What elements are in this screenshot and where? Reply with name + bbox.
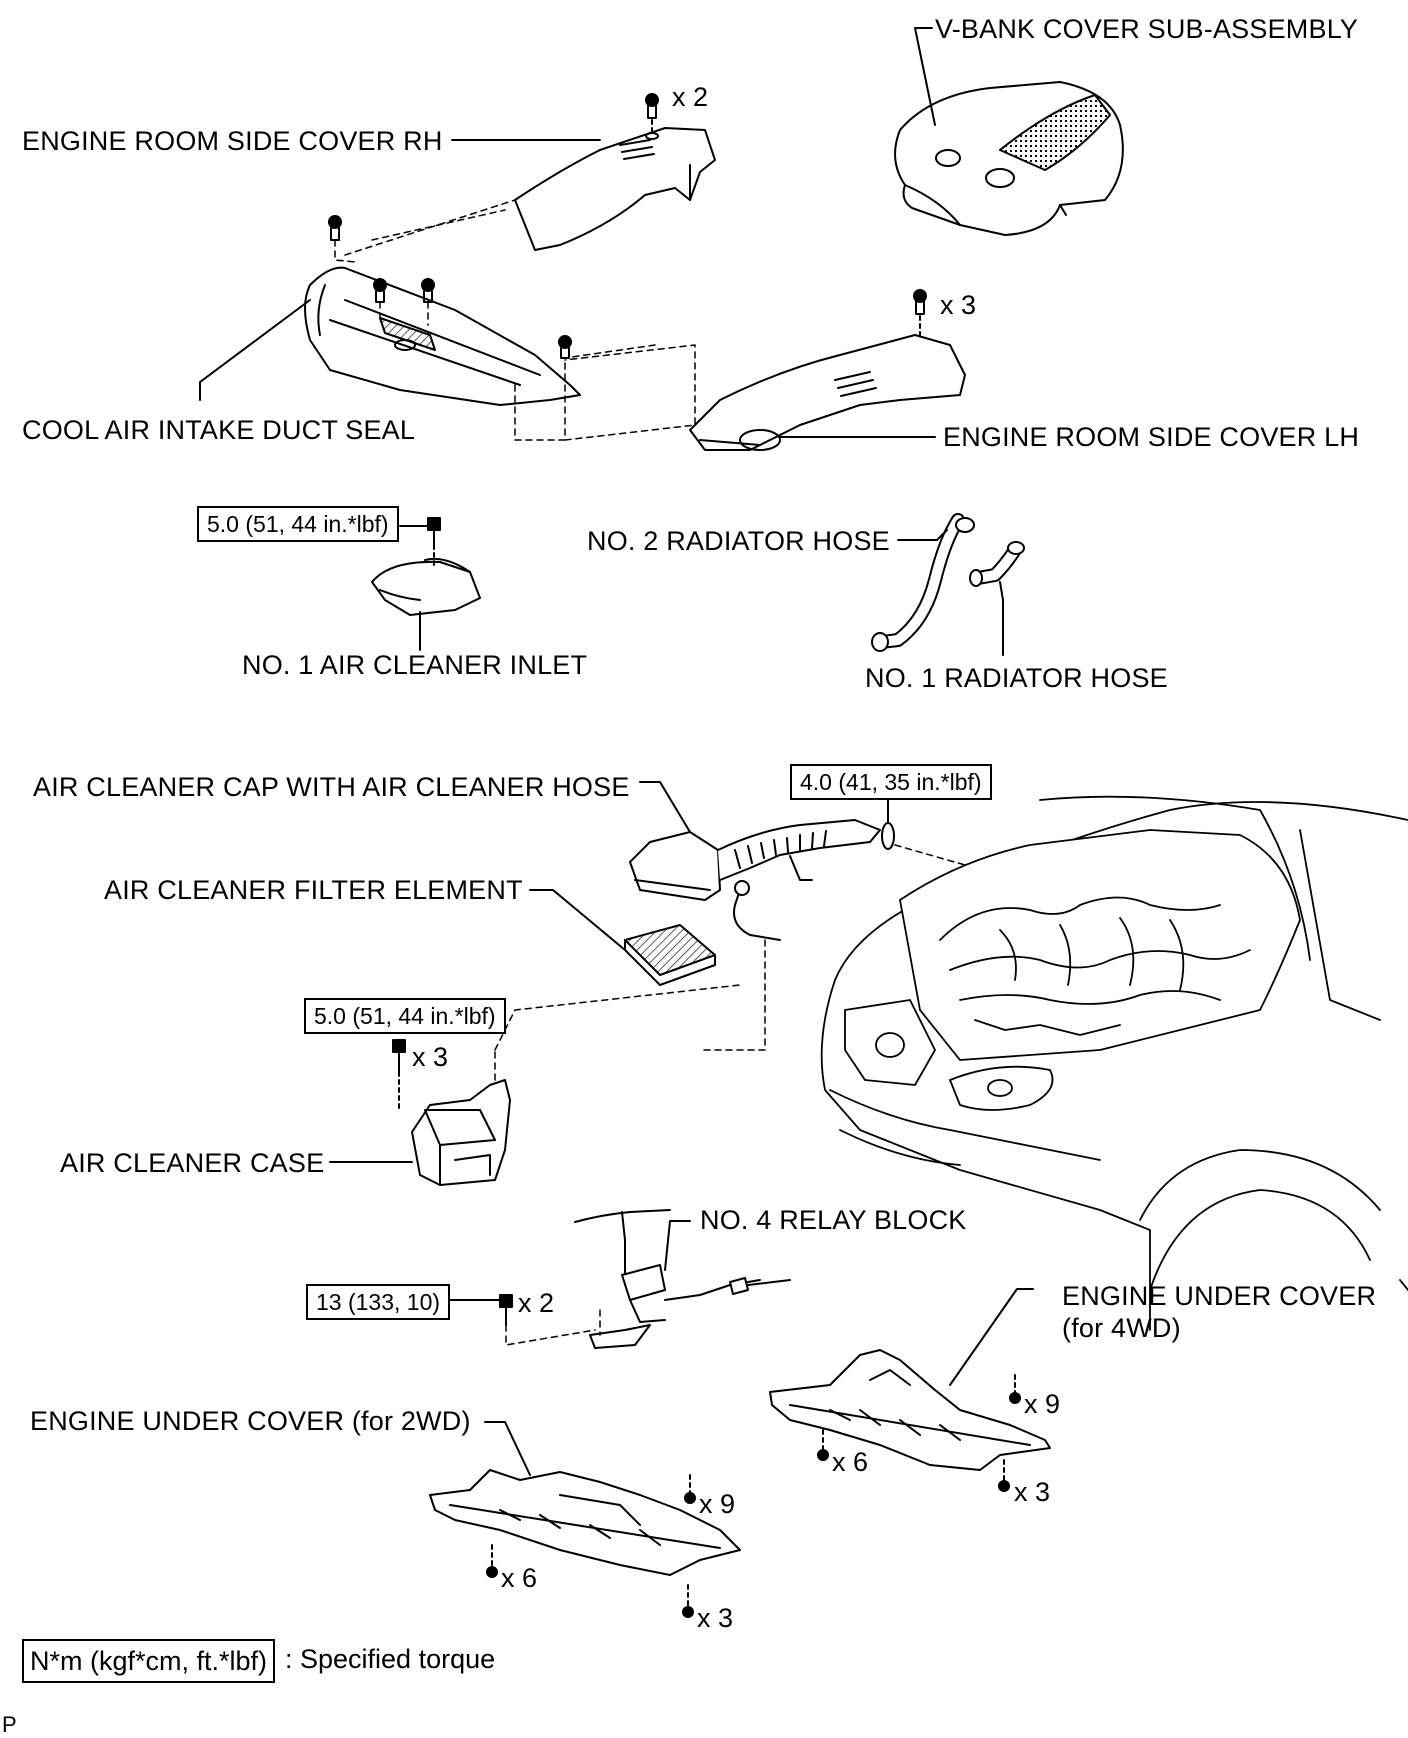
case-bolt — [392, 1039, 406, 1109]
air-cleaner-cap-shape — [629, 819, 895, 901]
label-radiator-hose-2: NO. 2 RADIATOR HOSE — [587, 526, 890, 556]
side-cover-rh-shape — [514, 127, 716, 251]
v-bank-cover-leader — [914, 27, 936, 126]
figure-code: P — [2, 1712, 17, 1737]
torque-relay-bolt: 13 (133, 10) — [306, 1284, 451, 1320]
duct-seal-leader — [199, 299, 311, 401]
maf-sensor-wire — [733, 889, 781, 941]
label-radiator-hose-1: NO. 1 RADIATOR HOSE — [865, 663, 1168, 693]
qty-uc2-a: x 9 — [699, 1489, 736, 1519]
clip-rh — [645, 93, 659, 133]
filter-element-shape — [624, 924, 716, 986]
clip-lh — [913, 289, 927, 337]
assembly-lines-top — [334, 199, 696, 441]
qty-relay-bolts: x 2 — [518, 1288, 555, 1318]
qty-uc4-a: x 9 — [1024, 1389, 1061, 1419]
relay-bolt — [439, 1294, 513, 1326]
label-side-cover-lh: ENGINE ROOM SIDE COVER LH — [943, 422, 1360, 452]
label-air-cleaner-case: AIR CLEANER CASE — [60, 1148, 325, 1178]
qty-uc4-b: x 6 — [832, 1447, 869, 1477]
air-cleaner-inlet-shape — [371, 557, 481, 616]
torque-case-bolt: 5.0 (51, 44 in.*lbf) — [304, 998, 506, 1034]
under-cover-4wd-leader — [949, 1288, 1034, 1386]
qty-uc2-b: x 6 — [501, 1563, 538, 1593]
qty-case-bolts: x 3 — [412, 1042, 449, 1072]
label-under-cover-2wd: ENGINE UNDER COVER (for 2WD) — [30, 1406, 471, 1436]
under-cover-2wd-leader — [484, 1421, 531, 1476]
radiator-hose-2-leader — [897, 529, 948, 541]
qty-rh-clips: x 2 — [672, 82, 709, 112]
qty-uc2-c: x 3 — [697, 1603, 734, 1633]
relay-assembly-lines — [505, 1309, 601, 1346]
relay-block-leader — [664, 1220, 691, 1271]
under-cover-4wd-bolts — [817, 1374, 1021, 1492]
legend-torque-units: N*m (kgf*cm, ft.*lbf) — [22, 1639, 276, 1683]
qty-lh-clips: x 3 — [940, 290, 977, 320]
case-assembly-lines — [494, 844, 1031, 1081]
label-air-cleaner-cap: AIR CLEANER CAP WITH AIR CLEANER HOSE — [33, 772, 630, 802]
duct-seal-shape — [304, 266, 581, 406]
inlet-bolt — [399, 517, 441, 566]
label-under-cover-4wd: ENGINE UNDER COVER — [1062, 1281, 1377, 1311]
relay-block-shape — [574, 1209, 791, 1349]
under-cover-2wd-shape — [429, 1469, 741, 1576]
qty-uc4-c: x 3 — [1014, 1477, 1051, 1507]
side-cover-lh-shape — [689, 334, 966, 451]
car-front-illustration — [820, 795, 1408, 1331]
label-air-cleaner-inlet: NO. 1 AIR CLEANER INLET — [242, 650, 588, 680]
air-cleaner-cap-leader — [639, 781, 691, 833]
air-cleaner-case-shape — [411, 1079, 511, 1186]
radiator-hose-1-leader — [999, 581, 1004, 656]
label-v-bank-cover: V-BANK COVER SUB-ASSEMBLY — [935, 14, 1359, 44]
filter-element-leader — [529, 889, 626, 951]
label-under-cover-4wd-sub: (for 4WD) — [1062, 1313, 1181, 1343]
label-duct-seal: COOL AIR INTAKE DUCT SEAL — [22, 415, 416, 445]
label-filter-element: AIR CLEANER FILTER ELEMENT — [104, 875, 523, 905]
under-cover-4wd-shape — [769, 1349, 1051, 1471]
radiator-hose-1-shape — [969, 541, 1025, 587]
torque-inlet-bolt: 5.0 (51, 44 in.*lbf) — [197, 506, 399, 542]
radiator-hose-2-shape — [871, 513, 975, 652]
label-side-cover-rh: ENGINE ROOM SIDE COVER RH — [22, 126, 443, 156]
v-bank-cover-shape — [894, 81, 1124, 236]
torque-hose-clamp: 4.0 (41, 35 in.*lbf) — [790, 764, 992, 800]
label-relay-block: NO. 4 RELAY BLOCK — [700, 1205, 967, 1235]
legend-description: : Specified torque — [285, 1644, 496, 1674]
under-cover-2wd-bolts — [486, 1474, 696, 1618]
